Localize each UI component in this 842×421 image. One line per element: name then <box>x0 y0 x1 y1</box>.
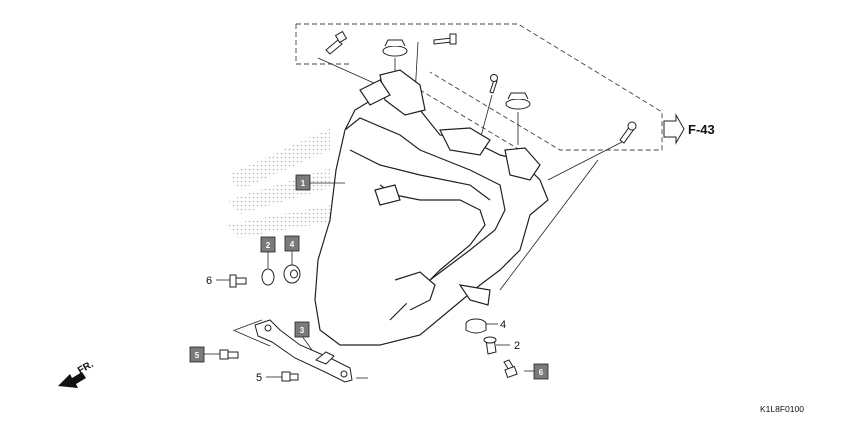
callout-box-part-4: 4 <box>284 235 300 252</box>
drawing-code: K1L8F0100 <box>760 404 804 414</box>
callout-box-part-2: 2 <box>260 236 276 253</box>
right-fasteners <box>465 318 518 379</box>
boxed-callouts: 1 2 4 3 5 6 <box>189 174 549 380</box>
bracket-bolts <box>219 349 299 382</box>
svg-text:4: 4 <box>290 240 295 249</box>
svg-text:6: 6 <box>539 368 544 377</box>
callout-box-part-3: 3 <box>294 321 310 338</box>
callout-part-2-right: 2 <box>514 340 520 352</box>
callout-part-6-left: 6 <box>206 275 212 287</box>
front-direction-indicator: FR. <box>58 359 96 388</box>
callout-box-part-5: 5 <box>189 346 205 363</box>
callout-part-4-right: 4 <box>500 319 506 331</box>
bracket <box>254 319 353 383</box>
reference-label: F-43 <box>688 122 715 137</box>
front-arrow-icon <box>58 372 86 388</box>
headlight-housing <box>314 69 549 346</box>
svg-text:5: 5 <box>195 351 200 360</box>
callout-box-part-1: 1 <box>295 174 311 191</box>
svg-text:1: 1 <box>301 179 306 188</box>
callout-leaders <box>204 182 534 379</box>
direction-label: FR. <box>76 359 96 377</box>
callout-box-part-6: 6 <box>533 363 549 380</box>
plain-callouts: 6 4 2 5 <box>206 275 520 384</box>
svg-text:2: 2 <box>266 241 271 250</box>
svg-text:3: 3 <box>300 326 305 335</box>
reference-arrow: F-43 <box>663 113 715 145</box>
callout-part-5-bottom: 5 <box>256 372 262 384</box>
top-fasteners <box>325 30 637 144</box>
left-fasteners <box>229 264 301 288</box>
